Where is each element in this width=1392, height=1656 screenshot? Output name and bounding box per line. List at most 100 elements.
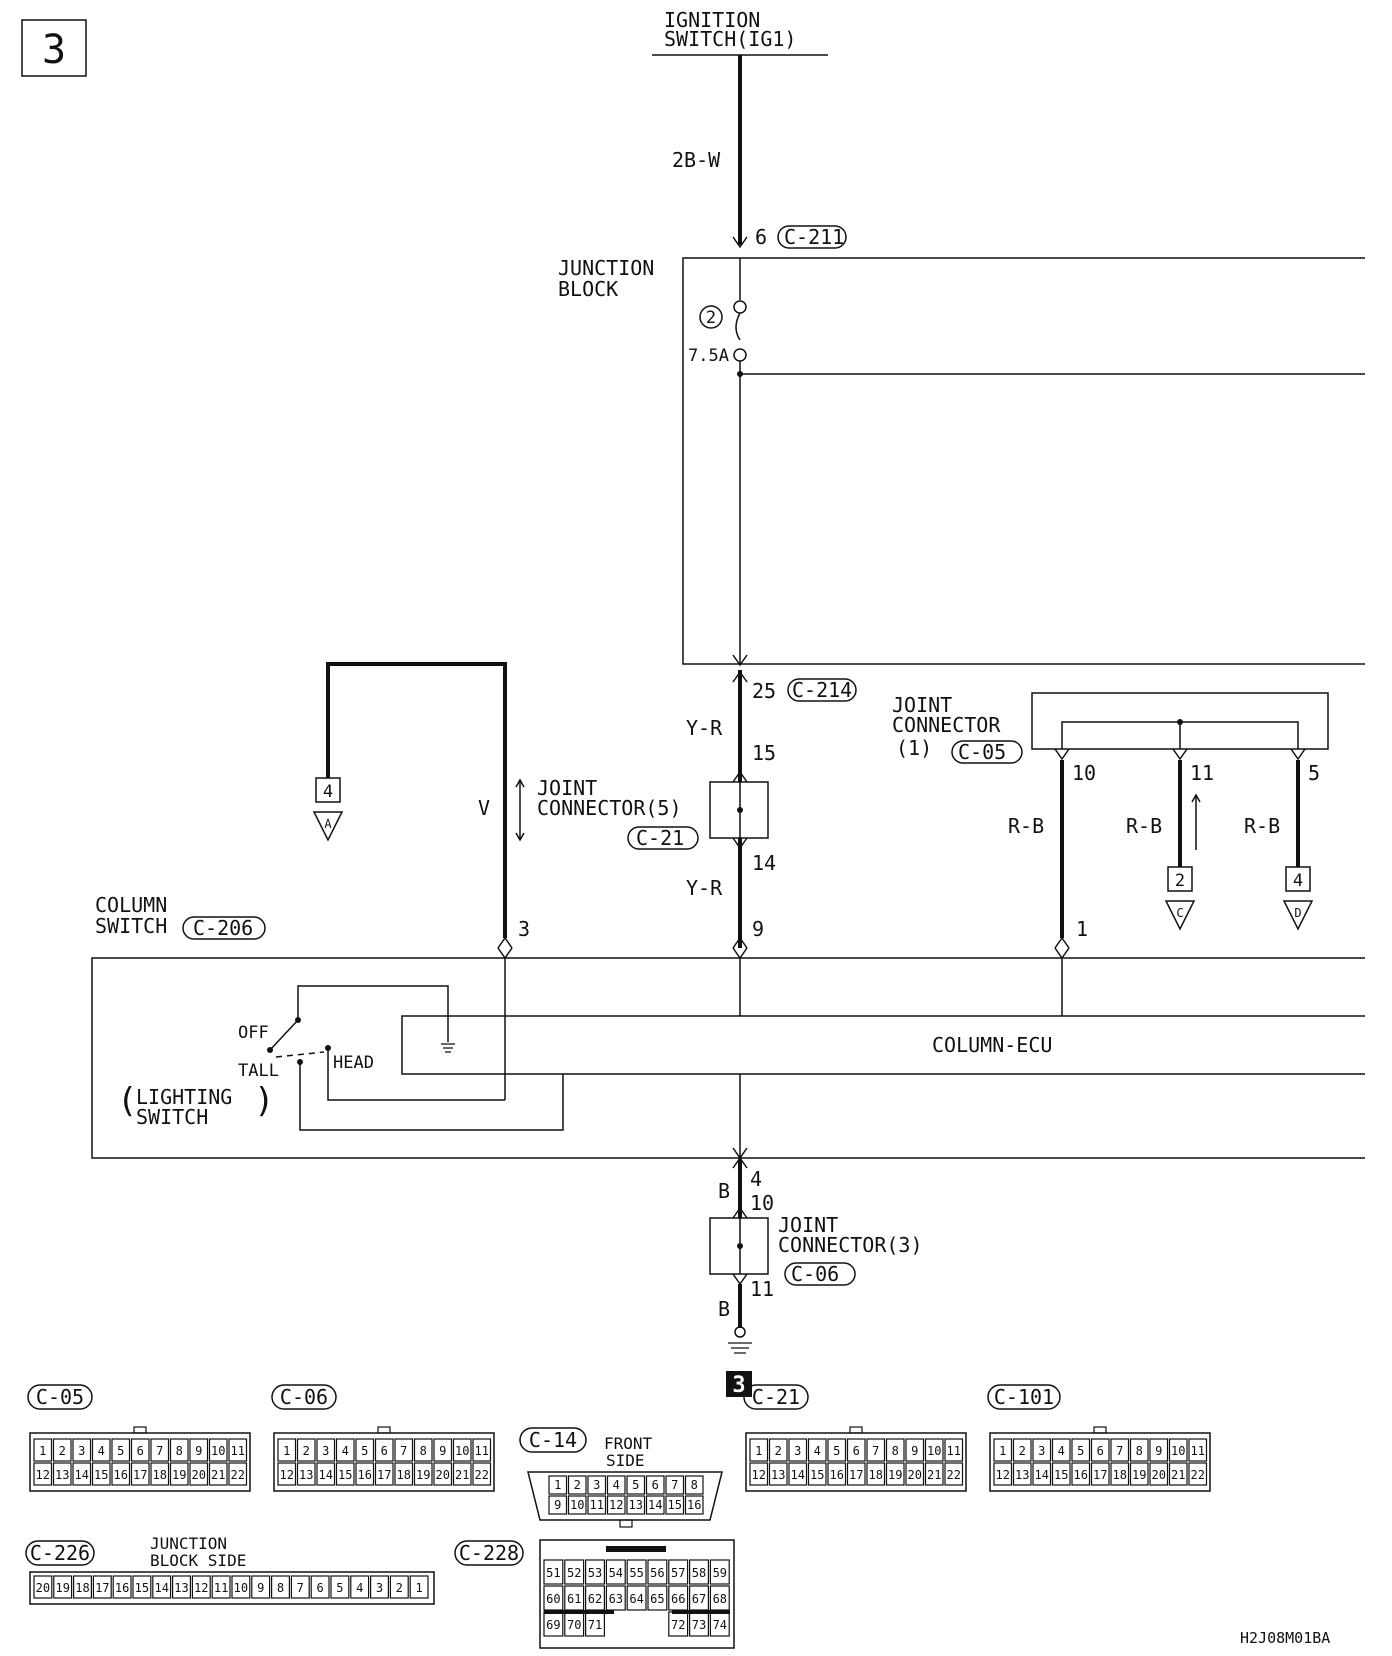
wire-color-v: V — [478, 796, 490, 820]
pin-number: 11 — [590, 1498, 604, 1512]
wire-color-rb-1: R-B — [1008, 814, 1044, 838]
pin-number: 13 — [1015, 1468, 1029, 1482]
pin-number: 18 — [869, 1468, 883, 1482]
pin-number: 3 — [794, 1444, 801, 1458]
pin-number: 9 — [911, 1444, 918, 1458]
junction-block-label-2: BLOCK — [558, 277, 618, 301]
pin-number: 6 — [1097, 1444, 1104, 1458]
pin-number: 12 — [996, 1468, 1010, 1482]
junction-block-label: JUNCTION — [558, 256, 654, 280]
terminal-c — [1164, 900, 1196, 931]
svg-text:): ) — [254, 1081, 274, 1121]
pin-number: 16 — [1074, 1468, 1088, 1482]
pin-number: 14 — [791, 1468, 805, 1482]
column-ecu-box — [401, 1015, 1365, 1075]
wire-color-rb-2: R-B — [1126, 814, 1162, 838]
pin-number: 1 — [554, 1478, 561, 1492]
pin-number: 10 — [234, 1581, 248, 1595]
jc1-label: JOINT — [892, 693, 952, 717]
junction-block-box — [682, 257, 1365, 665]
pin-number: 21 — [455, 1468, 469, 1482]
pin-number: 12 — [280, 1468, 294, 1482]
pin-number: 59 — [713, 1566, 727, 1580]
pin-number: 15 — [668, 1498, 682, 1512]
wire-color-2bw: 2B-W — [672, 148, 721, 172]
pin-number: 7 — [156, 1444, 163, 1458]
lighting-switch-label: LIGHTING — [136, 1085, 232, 1109]
column-switch-label-2: SWITCH — [95, 914, 167, 938]
pin-number: 54 — [609, 1566, 623, 1580]
c14-side-label: FRONT — [604, 1434, 653, 1453]
c226-side-label: JUNCTION — [150, 1534, 227, 1553]
pin-number: 5 — [833, 1444, 840, 1458]
pin-number: 22 — [1191, 1468, 1205, 1482]
pin-number: 13 — [174, 1581, 188, 1595]
wire-color-yr-upper: Y-R — [686, 716, 723, 740]
connector-c214: C-214 — [792, 678, 852, 702]
pin-number: 19 — [888, 1468, 902, 1482]
pin-number: 22 — [231, 1468, 245, 1482]
ground-point — [734, 1326, 746, 1338]
pin-number: 17 — [849, 1468, 863, 1482]
terminal-a — [312, 811, 344, 842]
jc5-label: JOINT — [537, 776, 597, 800]
jc3-label: JOINT — [778, 1213, 838, 1237]
pin-number: 10 — [927, 1444, 941, 1458]
jc5-pin-in: 15 — [752, 741, 776, 765]
pin-number: 3 — [376, 1581, 383, 1595]
pin-c211: 6 — [755, 225, 767, 249]
pin-number: 18 — [153, 1468, 167, 1482]
pin-number: 19 — [55, 1581, 69, 1595]
pin-number: 20 — [908, 1468, 922, 1482]
terminal-d-number: 4 — [1293, 871, 1303, 891]
connector-tag: C-101 — [994, 1385, 1054, 1409]
pin-number: 18 — [1113, 1468, 1127, 1482]
jc5-pin-out: 14 — [752, 851, 776, 875]
wire-color-b-upper: B — [718, 1179, 730, 1203]
pin-number: 5 — [117, 1444, 124, 1458]
jc1-label-3: (1) — [896, 736, 932, 760]
pin-number: 20 — [436, 1468, 450, 1482]
lighting-off: OFF — [238, 1023, 269, 1043]
connector-tag: C-226 — [30, 1541, 90, 1565]
pin-number: 15 — [810, 1468, 824, 1482]
pin-number: 69 — [546, 1618, 560, 1632]
pin-number: 14 — [648, 1498, 662, 1512]
pin-number: 63 — [609, 1592, 623, 1606]
page-number-box — [21, 19, 87, 77]
pin-number: 9 — [257, 1581, 264, 1595]
connector-c05: C-05 — [958, 740, 1006, 764]
pin-number: 11 — [947, 1444, 961, 1458]
jc1-pin-5: 5 — [1308, 761, 1320, 785]
jc1-pin-11: 11 — [1190, 761, 1214, 785]
pin-number: 6 — [853, 1444, 860, 1458]
pin-number: 1 — [39, 1444, 46, 1458]
pin-number: 12 — [609, 1498, 623, 1512]
lighting-switch-label-2: SWITCH — [136, 1105, 208, 1129]
pin-number: 17 — [95, 1581, 109, 1595]
pin-number: 8 — [277, 1581, 284, 1595]
pin-number: 6 — [381, 1444, 388, 1458]
pin-number: 12 — [36, 1468, 50, 1482]
pin-number: 13 — [55, 1468, 69, 1482]
pin-number: 21 — [927, 1468, 941, 1482]
pin-number: 22 — [947, 1468, 961, 1482]
pin-number: 52 — [567, 1566, 581, 1580]
pin-number: 13 — [299, 1468, 313, 1482]
column-switch-pin-3: 3 — [518, 917, 530, 941]
pin-number: 1 — [415, 1581, 422, 1595]
pin-number: 8 — [176, 1444, 183, 1458]
page-number: 3 — [42, 27, 66, 73]
pin-number: 4 — [98, 1444, 105, 1458]
terminal-a-number: 4 — [323, 782, 333, 802]
pin-number: 10 — [211, 1444, 225, 1458]
pin-number: 5 — [632, 1478, 639, 1492]
pin-number: 17 — [377, 1468, 391, 1482]
connector-tag: C-14 — [529, 1428, 577, 1452]
c226-side-label: BLOCK SIDE — [150, 1551, 246, 1570]
diagram-code: H2J08M01BA — [1240, 1629, 1330, 1647]
pin-number: 16 — [687, 1498, 701, 1512]
pin-number: 9 — [1155, 1444, 1162, 1458]
column-switch-pin-9: 9 — [752, 917, 764, 941]
